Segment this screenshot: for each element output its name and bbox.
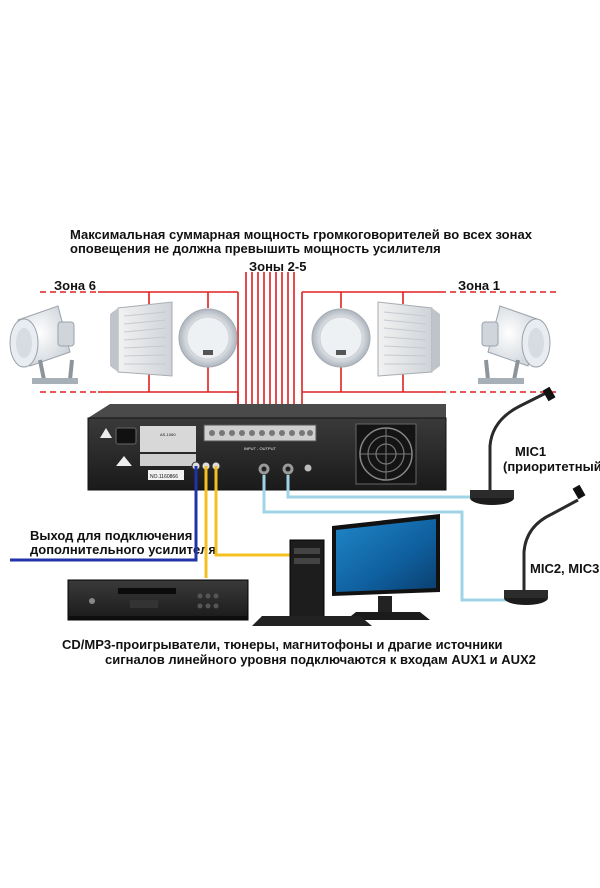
mic1-priority-label: (приоритетный) <box>503 459 600 474</box>
cd-player <box>67 579 249 621</box>
wall-speaker-zone-6 <box>110 301 173 377</box>
horn-speaker-zone-1 <box>478 305 551 384</box>
amplifier-panel-label: INPUT - OUTPUT <box>244 446 276 451</box>
sources-note-line1: CD/MP3-проигрыватели, тюнеры, магнитофон… <box>62 637 503 652</box>
zones-2-5-label: Зоны 2-5 <box>249 259 307 274</box>
ceiling-speaker-zone-6 <box>178 308 238 368</box>
mic1-cable <box>286 475 478 499</box>
mic2-cable <box>262 475 510 602</box>
computer <box>252 514 440 626</box>
output-label-line2: дополнительного усилителя <box>30 542 217 557</box>
zone-6-label: Зона 6 <box>54 278 97 293</box>
aux2-cable-to-pc <box>214 466 292 557</box>
power-note-line1: Максимальная суммарная мощность громкого… <box>70 227 532 242</box>
speaker-wiring <box>40 272 560 425</box>
wall-speaker-zone-1 <box>377 301 440 377</box>
ceiling-speaker-zone-1 <box>311 308 371 368</box>
microphone-mic1 <box>470 386 556 505</box>
mic23-label: MIC2, MIC3 <box>530 561 600 576</box>
sources-note-line2: сигналов линейного уровня подключаются к… <box>105 652 536 667</box>
power-note-line2: оповещения не должна превышить мощность … <box>70 241 441 256</box>
output-label-line1: Выход для подключения <box>30 528 193 543</box>
amplifier <box>87 404 447 491</box>
amplifier-model: AS-1060 <box>160 432 176 437</box>
amplifier-serial: NO.1160866 <box>150 474 178 480</box>
zone-1-label: Зона 1 <box>458 278 501 293</box>
output-cable <box>10 466 198 562</box>
mic1-label: MIC1 <box>515 444 547 459</box>
microphone-mic2-mic3 <box>504 484 586 605</box>
horn-speaker-zone-6 <box>9 305 78 384</box>
